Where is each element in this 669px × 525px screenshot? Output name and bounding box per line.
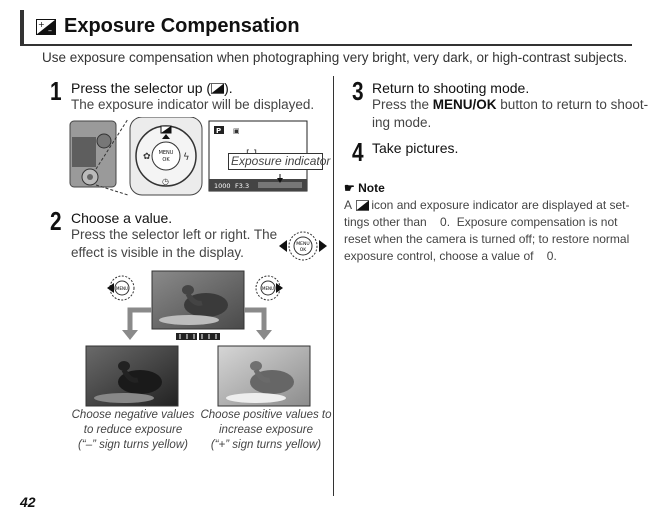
step-1-heading: Press the selector up (). [71, 80, 233, 96]
step-4-heading: Take pictures. [372, 140, 459, 156]
exposure-indicator-callout: Exposure indicator [228, 153, 330, 170]
svg-text:MENU: MENU [159, 150, 174, 156]
selector-closeup: MENU OK ✿ ϟ ◷ [129, 117, 203, 196]
positive-caption-line-3: (“+” sign turns yellow) [210, 439, 322, 451]
svg-text:OK: OK [162, 157, 170, 163]
negative-caption: Choose negative values to reduce exposur… [68, 408, 198, 453]
exposure-compensation-icon [356, 200, 369, 211]
svg-text:1000: 1000 [214, 182, 231, 190]
intro-text: Use exposure compensation when photograp… [42, 50, 628, 65]
note-line-2: tings other than 0. Exposure compensatio… [344, 215, 618, 229]
selector-right-icon: MENU [255, 275, 283, 301]
step-2-body-line-2: effect is visible in the display. [71, 245, 244, 260]
positive-caption-line-1: Choose positive values to [200, 409, 332, 421]
note-line-1: A icon and exposure indicator are displa… [344, 197, 630, 214]
note-body: A icon and exposure indicator are displa… [344, 197, 630, 265]
negative-caption-line-2: to reduce exposure [83, 424, 183, 436]
svg-text:+: + [38, 20, 45, 29]
exposure-compensation-icon [211, 83, 225, 94]
page-number: 42 [20, 494, 36, 510]
note-line-4: exposure control, choose a value of 0. [344, 249, 557, 263]
step-3-body-line-1: Press the MENU/OK button to return to sh… [372, 96, 648, 114]
positive-exposure-photo [217, 345, 311, 407]
step-1-number: 1 [50, 76, 62, 106]
column-divider [333, 76, 334, 496]
arrow-down-left [122, 330, 138, 340]
exposure-compensation-icon: + – [36, 19, 56, 35]
svg-text:OK: OK [300, 247, 308, 253]
svg-text:MENU: MENU [296, 241, 309, 247]
camera-illustration [69, 120, 117, 188]
negative-caption-line-3: (“–” sign turns yellow) [78, 439, 188, 451]
svg-text:✿: ✿ [143, 152, 151, 162]
exposure-scale [176, 332, 220, 341]
title-bar: + – Exposure Compensation [20, 10, 632, 46]
branch-arrows [127, 307, 267, 332]
pointing-hand-icon: ☛ [344, 181, 355, 195]
svg-text:ϟ: ϟ [183, 152, 190, 163]
step-2-number: 2 [50, 206, 62, 236]
svg-text:–: – [48, 26, 52, 35]
step-3-body-line-2: ing mode. [372, 115, 432, 130]
note-line-3: reset when the camera is turned off; to … [344, 232, 630, 246]
step-1-body: The exposure indicator will be displayed… [71, 97, 315, 112]
positive-caption: Choose positive values to increase expos… [200, 408, 332, 453]
step-1-heading-text: Press the selector up ( [71, 80, 212, 96]
step-2-body-line-1: Press the selector left or right. The [71, 227, 278, 242]
svg-text:◷: ◷ [162, 177, 169, 186]
menu-ok-button-label: MENU/OK [432, 97, 497, 112]
negative-exposure-photo [85, 345, 179, 407]
svg-text:▣: ▣ [233, 127, 240, 135]
svg-text:MENU: MENU [116, 286, 128, 291]
step-3-number: 3 [352, 76, 364, 106]
step-1-heading-suffix: ). [224, 80, 233, 96]
selector-diagram: MENU OK ✿ ϟ ◷ P ▣ [ ] 1000 F3.3 [69, 117, 308, 196]
note-title: Note [358, 181, 385, 195]
positive-caption-line-2: increase exposure [219, 424, 313, 436]
svg-text:P: P [216, 127, 221, 135]
note-heading: ☛ Note [344, 181, 385, 195]
step-3-body-prefix: Press the [372, 97, 433, 112]
negative-caption-line-1: Choose negative values [71, 409, 195, 421]
step-3-heading: Return to shooting mode. [372, 80, 530, 96]
page-title: Exposure Compensation [64, 15, 300, 37]
step-3-body-text: button to return to shoot- [500, 97, 649, 112]
selector-left-right-icon: MENU OK [279, 231, 327, 261]
arrow-down-right [256, 330, 272, 340]
step-4-number: 4 [352, 137, 364, 167]
step-2-heading: Choose a value. [71, 210, 173, 226]
selector-left-icon: MENU [107, 275, 135, 301]
svg-text:F3.3: F3.3 [235, 182, 249, 190]
svg-text:MENU: MENU [262, 286, 274, 291]
note-line-1-text: A icon and exposure indicator are displa… [344, 198, 630, 212]
exposure-comparison-diagram: MENU MENU [85, 270, 311, 407]
normal-exposure-photo [151, 270, 245, 330]
